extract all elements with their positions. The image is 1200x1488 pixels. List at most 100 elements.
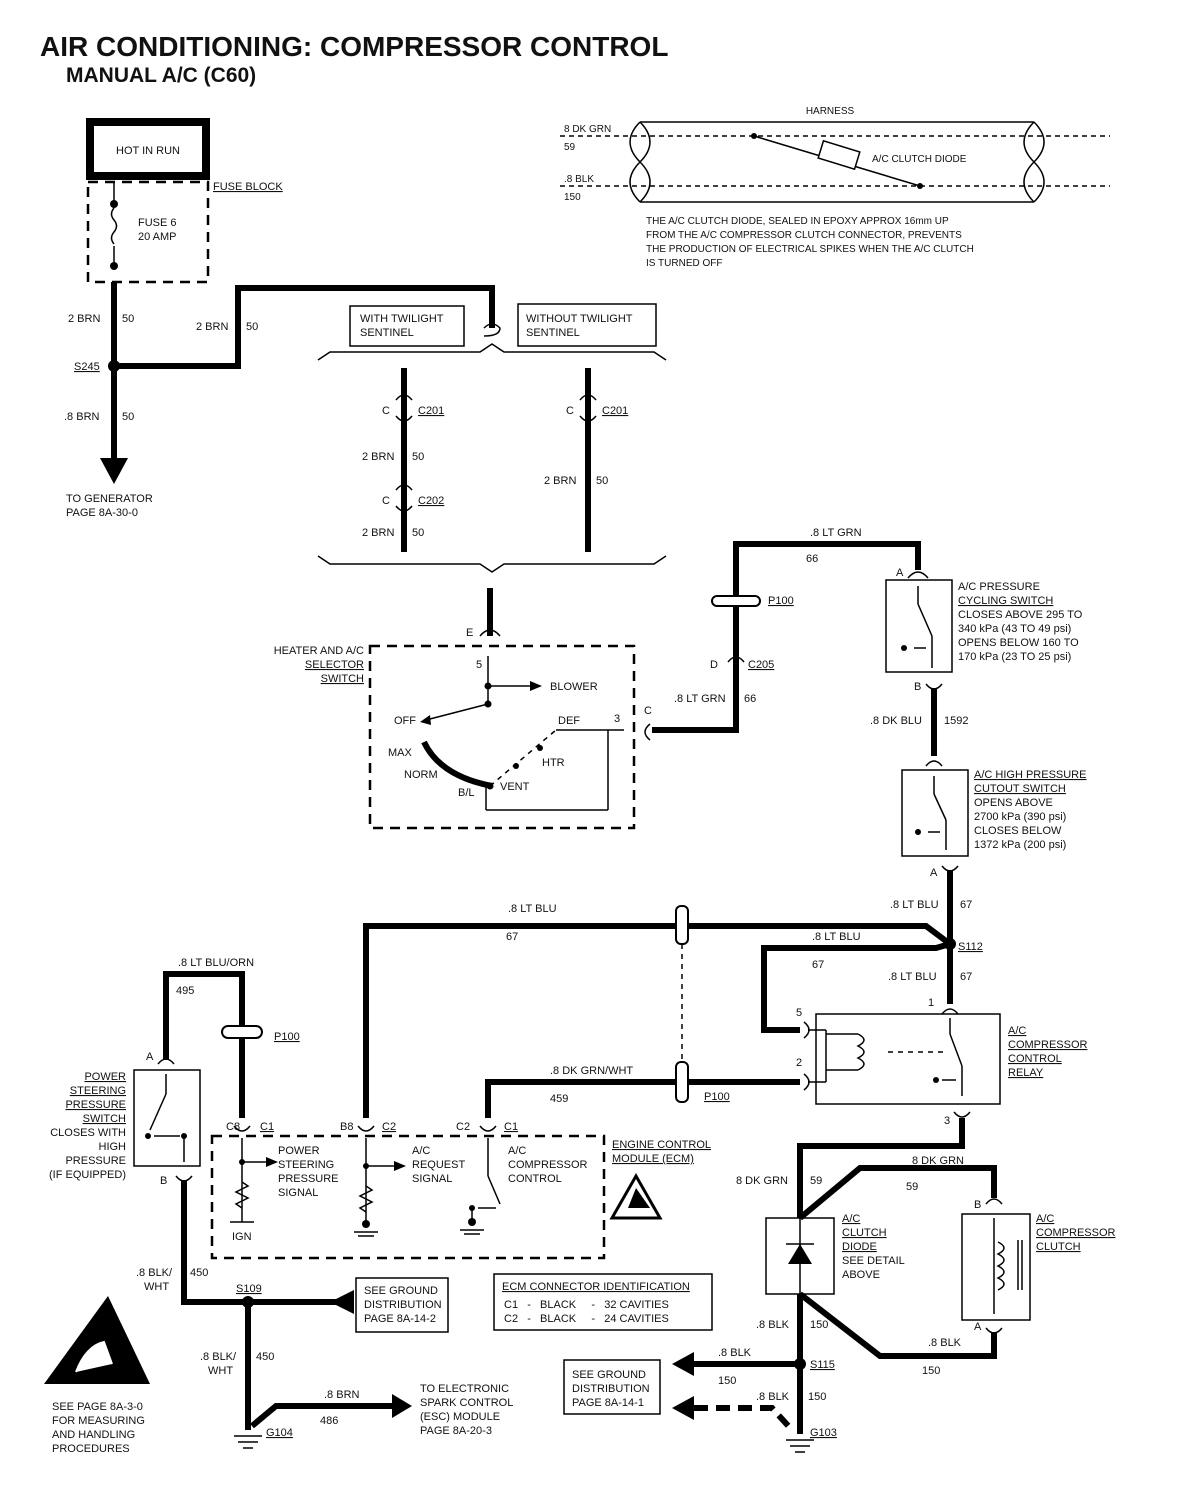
wire-number: 67 [960, 971, 972, 983]
esc-label: TO ELECTRONIC [420, 1383, 509, 1395]
hp-label-3: OPENS ABOVE [974, 797, 1053, 809]
pin-b: B [974, 1199, 981, 1211]
wire-label: .8 BLK/ [200, 1351, 237, 1363]
max-label: MAX [388, 747, 413, 759]
ecm-req-label: A/C [412, 1145, 430, 1157]
vent-label: VENT [500, 781, 530, 793]
def-label: DEF [558, 715, 580, 727]
pin-2: 2 [796, 1057, 802, 1069]
hot-in-run-label: HOT IN RUN [116, 145, 180, 157]
pin-c8: C8 [226, 1121, 240, 1133]
wire-number: 150 [564, 192, 581, 203]
option-brace-bottom [317, 555, 667, 573]
arrow-left-icon [672, 1352, 694, 1376]
ecm-req-label-3: SIGNAL [412, 1173, 452, 1185]
fuse-label: FUSE 6 [138, 217, 177, 229]
ground-label: G103 [810, 1427, 837, 1439]
ps-label-2: STEERING [70, 1085, 126, 1097]
esd-symbol-icon [44, 1296, 150, 1384]
wire-label-2: WHT [144, 1281, 169, 1293]
connector-c: C [566, 405, 574, 417]
compressor-clutch-box [961, 1213, 1031, 1321]
wire-number: 1592 [944, 715, 968, 727]
ecm-title: ENGINE CONTROL [612, 1139, 711, 1151]
selector-title-3: SWITCH [321, 673, 364, 685]
wire-label: .8 BLK [756, 1319, 790, 1331]
wire-number: 66 [806, 553, 818, 565]
connector-c201: C201 [418, 405, 444, 417]
clutch-label-2: COMPRESSOR [1036, 1227, 1116, 1239]
wire-label: .8 DK BLU [870, 715, 922, 727]
wire-number: 50 [122, 411, 134, 423]
selector-switch-box [368, 644, 636, 830]
clutch-coil-icon [996, 1241, 1005, 1291]
pin-a: A [930, 867, 938, 879]
ecm-connector-box [493, 1273, 713, 1331]
wire-blk-150-clutch [798, 1291, 997, 1359]
pin-a: A [974, 1321, 982, 1333]
bl-label: B/L [458, 787, 475, 799]
blower-label: BLOWER [550, 681, 598, 693]
to-generator: TO GENERATOR [66, 493, 153, 505]
wire-dkgrn-59-relay-out [797, 1118, 965, 1218]
ps-switch-box [133, 1069, 201, 1167]
wire-number: 450 [256, 1351, 274, 1363]
ps-label: POWER [84, 1071, 126, 1083]
pin-c1: C1 [504, 1121, 518, 1133]
harness-note: THE A/C CLUTCH DIODE, SEALED IN EPOXY AP… [646, 216, 949, 227]
pin-c2: C2 [456, 1121, 470, 1133]
harness-label: HARNESS [806, 106, 855, 117]
wire-label: 8 DK GRN [736, 1175, 788, 1187]
wire-number: 459 [550, 1093, 568, 1105]
ecm-box [210, 1134, 606, 1260]
without-sentinel-label: WITHOUT TWILIGHT [526, 313, 633, 325]
wire-label: .8 BRN [64, 411, 100, 423]
hp-label-2: CUTOUT SWITCH [974, 783, 1066, 795]
wire-label: .8 LT GRN [674, 693, 726, 705]
splice-label: S115 [810, 1359, 835, 1371]
wire-label-2: WHT [208, 1365, 233, 1377]
compressor-control-relay-box [815, 1013, 1001, 1105]
wire-label: 8 DK GRN [912, 1155, 964, 1167]
esc-label-2: SPARK CONTROL [420, 1397, 513, 1409]
arrow-left-icon [672, 1396, 694, 1420]
splice-label: S109 [236, 1283, 262, 1295]
wire-ltgrn-66 [652, 541, 921, 733]
clutch-label-3: CLUTCH [1036, 1241, 1081, 1253]
wire-label: 2 BRN [362, 451, 394, 463]
ground-label: G104 [266, 1427, 293, 1439]
selector-title-2: SELECTOR [305, 659, 364, 671]
pin-e: E [466, 627, 473, 639]
wire-label: 2 BRN [362, 527, 394, 539]
harness-note-3: THE PRODUCTION OF ELECTRICAL SPIKES WHEN… [646, 244, 974, 255]
relay-label-4: RELAY [1008, 1067, 1044, 1079]
clutch-label: A/C [1036, 1213, 1054, 1225]
wire-label: 2 BRN [196, 321, 228, 333]
pin-b8: B8 [340, 1121, 353, 1133]
diode-label-2: CLUTCH [842, 1227, 887, 1239]
high-pressure-switch-box [901, 769, 969, 857]
wire-number: 50 [412, 451, 424, 463]
harness-note-2: FROM THE A/C COMPRESSOR CLUTCH CONNECTOR… [646, 230, 962, 241]
pin-1: 1 [928, 997, 934, 1009]
ps-label-6: HIGH [99, 1141, 127, 1153]
pin-a: A [896, 567, 904, 579]
ps-label-4: SWITCH [83, 1113, 126, 1125]
wire-number: 150 [810, 1319, 828, 1331]
hp-label-6: 1372 kPa (200 psi) [974, 839, 1066, 851]
diode-label-5: ABOVE [842, 1269, 880, 1281]
fuse-icon [110, 207, 118, 245]
relay-coil-icon [856, 1033, 865, 1071]
wire-label: .8 BLK [756, 1391, 790, 1403]
page-title: AIR CONDITIONING: COMPRESSOR CONTROL [40, 31, 668, 62]
p100-label: P100 [274, 1031, 300, 1043]
cycling-label: A/C PRESSURE [958, 581, 1040, 593]
wire-number: 150 [718, 1375, 736, 1387]
wire-label: .8 LT BLU/ORN [178, 957, 254, 969]
diode-icon [788, 1244, 812, 1264]
wire-number: 450 [190, 1267, 208, 1279]
esd-label: SEE PAGE 8A-3-0 [52, 1401, 143, 1413]
splice-label: S112 [958, 941, 983, 953]
wire-number: 486 [320, 1415, 338, 1427]
wire-ltbluorn-495 [163, 971, 245, 1118]
